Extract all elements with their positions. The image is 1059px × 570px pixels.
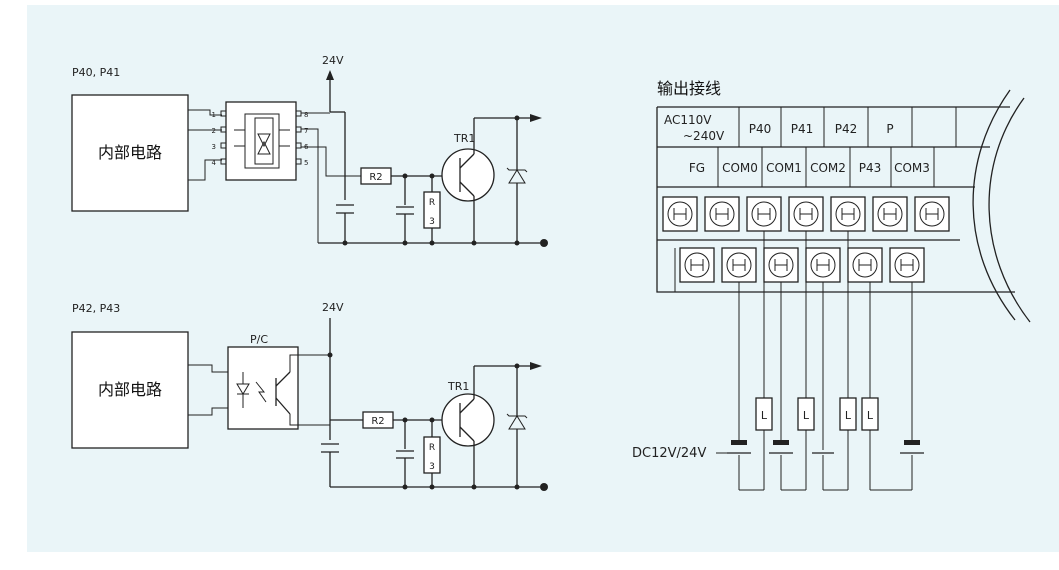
top-r3-label-r: R	[429, 198, 435, 208]
top-supply-label: 24V	[322, 54, 344, 67]
top-transistor	[441, 148, 495, 202]
load-4-label: L	[867, 409, 874, 422]
load-3-label: L	[845, 409, 852, 422]
pin-3: 3	[212, 143, 216, 151]
bottom-circuit: P42, P43 内部电路 P/C 24V R2 R 3	[71, 301, 548, 491]
load-3	[839, 397, 857, 431]
top-cell-p41: P41	[791, 122, 814, 136]
top-internal-circuit-box	[71, 94, 189, 212]
bottom-r3-label-r: R	[429, 443, 435, 453]
bottom-internal-circuit-box	[71, 331, 189, 449]
bottom-cell-fg: FG	[689, 161, 705, 175]
bottom-cell-com2: COM2	[810, 161, 846, 175]
diagram-panel	[27, 5, 1059, 552]
photocoupler-label: P/C	[250, 333, 268, 346]
top-cell-p42: P42	[835, 122, 858, 136]
bottom-ports-label: P42, P43	[72, 302, 120, 315]
load-2-label: L	[803, 409, 810, 422]
bottom-internal-circuit-label: 内部电路	[98, 380, 162, 399]
bottom-cell-com1: COM1	[766, 161, 802, 175]
bottom-r2-label: R2	[371, 416, 384, 427]
top-circuit: P40, P41 内部电路 1 2 3 4 8 7 6 5 24	[71, 54, 548, 247]
pin-7: 7	[304, 127, 308, 135]
top-cell-p: P	[886, 122, 893, 136]
pin-8: 8	[304, 111, 308, 119]
top-internal-circuit-label: 内部电路	[98, 143, 162, 162]
bottom-photocoupler	[227, 346, 299, 430]
top-tr1-label: TR1	[453, 132, 475, 145]
top-cell-p40: P40	[749, 122, 772, 136]
screw-row-2	[679, 247, 925, 283]
load-1	[755, 397, 773, 431]
top-r2-label: R2	[369, 172, 382, 183]
bottom-cell-p43: P43	[859, 161, 882, 175]
pin-2: 2	[212, 127, 216, 135]
top-ports-label: P40, P41	[72, 66, 120, 79]
terminal-block: 输出接线 AC110V ~240V P40 P41 P42 P FG COM0 …	[632, 79, 1031, 491]
output-wiring-title: 输出接线	[657, 79, 721, 98]
top-cell-ac-2: ~240V	[683, 129, 725, 143]
pin-5: 5	[304, 159, 308, 167]
dc-supply-label: DC12V/24V	[632, 446, 706, 461]
bottom-r3-label-3: 3	[429, 462, 435, 472]
bottom-cell-com3: COM3	[894, 161, 930, 175]
load-4	[861, 397, 879, 431]
screw-row-1	[662, 196, 950, 232]
bottom-transistor	[441, 393, 495, 447]
bottom-supply-label: 24V	[322, 301, 344, 314]
load-2	[797, 397, 815, 431]
top-cell-ac: AC110V	[664, 113, 712, 127]
pin-1: 1	[212, 111, 216, 119]
pin-4: 4	[212, 159, 217, 167]
output-wiring: L L L L	[727, 231, 924, 491]
bottom-cell-com0: COM0	[722, 161, 758, 175]
top-r3-label-3: 3	[429, 217, 435, 227]
load-1-label: L	[761, 409, 768, 422]
bottom-tr1-label: TR1	[447, 380, 469, 393]
